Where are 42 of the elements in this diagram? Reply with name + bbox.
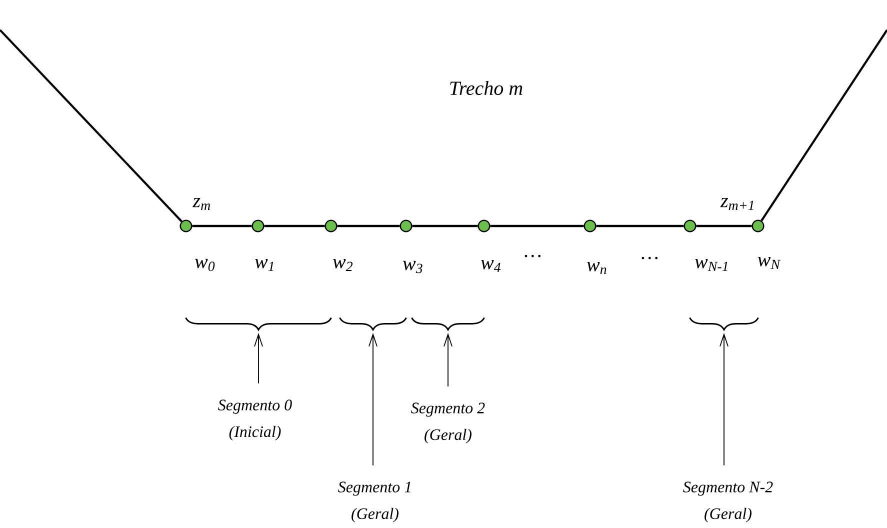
arrow xyxy=(368,332,378,466)
point-label: w$_{3}$ xyxy=(402,260,422,274)
line-segment xyxy=(192,224,252,228)
line-segment xyxy=(596,224,684,228)
line-segment xyxy=(412,224,478,228)
region-title: Trecho m xyxy=(450,80,522,96)
point-label: z$_{m+1}$ xyxy=(720,198,754,210)
point-label: w$_{n}$ xyxy=(587,262,606,274)
point-marker xyxy=(752,220,764,232)
line-segment xyxy=(760,29,887,222)
point-marker xyxy=(584,220,596,232)
point-marker xyxy=(478,220,490,232)
curly-brace xyxy=(339,317,407,330)
point-label: z$_{m}$ xyxy=(192,198,210,210)
arrow xyxy=(720,332,728,466)
point-marker xyxy=(324,220,338,232)
line-segment xyxy=(337,224,400,228)
curly-brace xyxy=(411,317,485,330)
arrow xyxy=(444,332,452,387)
segment-label: Segmento 0 (Inicial) xyxy=(218,400,292,440)
ellipsis: … xyxy=(642,256,658,260)
line-segment xyxy=(490,224,584,228)
point-label: w$_{1}$ xyxy=(254,258,274,272)
ellipsis: … xyxy=(524,254,541,258)
segment-label: Segmento N-2 (Geral) xyxy=(683,482,773,522)
point-label: w$_{N-1}$ xyxy=(695,258,728,272)
curly-brace xyxy=(185,317,332,330)
segment-label: Segmento 2 (Geral) xyxy=(411,402,485,444)
segment-label: Segmento 1 (Geral) xyxy=(338,482,410,522)
line-segment xyxy=(696,224,752,228)
line-segment xyxy=(0,29,182,222)
point-marker xyxy=(180,220,192,232)
point-label: w$_{4}$ xyxy=(480,260,501,272)
point-label: w$_{N}$ xyxy=(758,256,781,270)
point-label: w$_{0}$ xyxy=(194,258,215,272)
point-marker xyxy=(400,220,412,232)
line-segment xyxy=(264,224,325,228)
point-marker xyxy=(252,220,264,232)
point-marker xyxy=(684,220,696,232)
arrow xyxy=(254,332,263,384)
point-label: w$_{2}$ xyxy=(332,258,353,272)
curly-brace xyxy=(689,317,759,330)
